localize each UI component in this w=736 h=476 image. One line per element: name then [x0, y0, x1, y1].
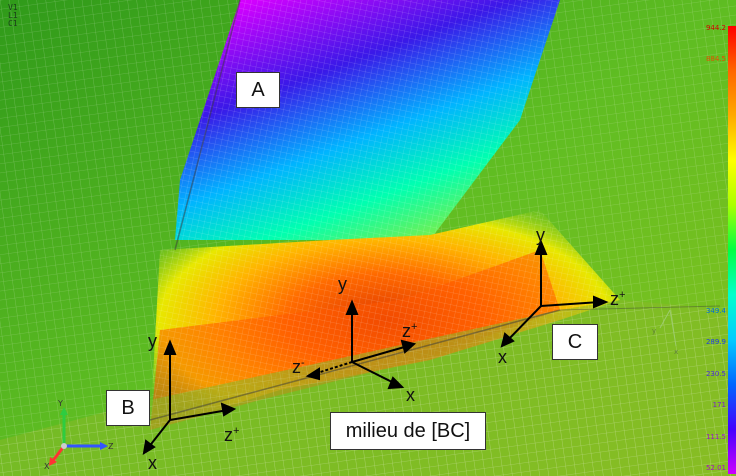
point-label-c: C	[552, 324, 598, 360]
coord-system-c	[500, 239, 609, 348]
inset-axis-y: y	[652, 327, 656, 335]
legend-tick-label: 289.9	[705, 338, 726, 347]
viewport-header-line: L1	[8, 11, 18, 20]
coord-system-b	[142, 339, 237, 455]
point-label-text: milieu de [BC]	[345, 419, 471, 442]
inset-axis-x: x	[674, 348, 678, 356]
edge-right	[559, 305, 721, 311]
legend-tick-label: 111.5	[705, 432, 726, 441]
axis-label-z-b: z+	[224, 422, 239, 444]
point-label-text: C	[567, 330, 583, 353]
axis-label-z-text: z	[292, 357, 301, 377]
axis-label-z-text: z	[610, 289, 619, 309]
triad-label-y: Y	[58, 399, 63, 408]
axis-sign: +	[233, 425, 240, 437]
axis-label-x-b: x	[148, 453, 157, 473]
triad-x-arrow	[50, 445, 66, 463]
triad-origin	[61, 443, 67, 449]
point-label-midpoint: milieu de [BC]	[330, 412, 486, 450]
point-label-text: B	[121, 396, 135, 419]
point-label-b: B	[106, 390, 150, 426]
viewport-header: V1 L1 C1	[8, 4, 18, 28]
coord-system-mid	[305, 299, 417, 390]
point-label-a: A	[236, 72, 280, 108]
axis-label-y-c: y	[536, 225, 545, 245]
point-label-text: A	[251, 78, 265, 101]
triad-label-x: X	[44, 462, 50, 471]
triad-graphic	[49, 407, 108, 466]
inset-triad	[659, 309, 677, 347]
legend-tick-label: 52.01	[705, 464, 726, 472]
axis-sign: +	[619, 289, 626, 301]
axis-label-z-plus-mid: z+	[402, 318, 417, 340]
cold-region-mesh	[175, 0, 560, 240]
edge-left	[174, 0, 241, 251]
legend-tick-label: 230.5	[705, 369, 726, 378]
axis-label-z-text: z	[224, 425, 233, 445]
axis-label-y-mid: y	[338, 274, 347, 294]
global-axis-triad: Y Z X	[38, 398, 118, 474]
legend-color-bar	[728, 26, 736, 474]
axis-label-z-minus-mid: z-	[292, 354, 305, 376]
legend-tick-label: 944.2	[705, 24, 726, 32]
axis-sign: -	[301, 357, 305, 369]
axis-label-z-text: z	[402, 321, 411, 341]
axis-label-y-b: y	[148, 331, 157, 351]
legend-tick-label: 884.5	[705, 55, 726, 64]
contour-legend: 944.2 884.5 349.4 289.9 230.5 171 111.5 52.01	[696, 24, 736, 476]
viewport-header-line: V1	[8, 3, 18, 12]
triad-label-z: Z	[108, 442, 114, 451]
axis-sign: +	[411, 321, 418, 333]
legend-tick-label: 171	[712, 401, 726, 410]
legend-tick-label: 349.4	[705, 306, 726, 315]
axis-label-z-c: z+	[610, 286, 625, 308]
viewport-header-line: C1	[8, 19, 18, 28]
edge-bc	[149, 309, 561, 421]
axis-label-x-c: x	[498, 347, 507, 367]
axis-label-x-mid: x	[406, 385, 415, 405]
